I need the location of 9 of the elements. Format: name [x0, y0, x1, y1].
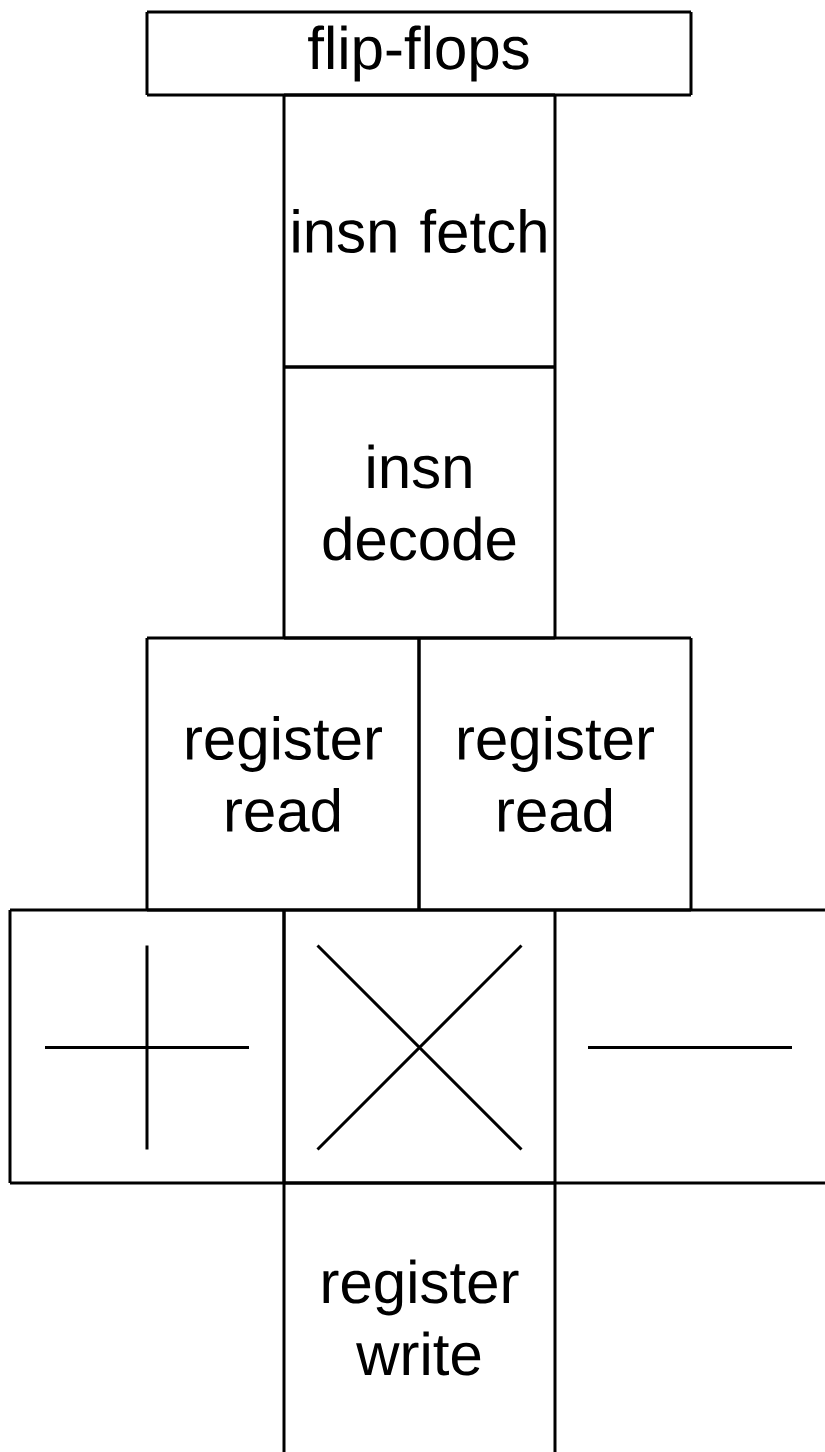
operator-box — [553, 908, 825, 1185]
operator-box — [282, 908, 557, 1185]
stage-box: register read — [417, 636, 693, 912]
stage-box: register read — [145, 636, 421, 912]
stage-box: insn decode — [282, 365, 557, 640]
stage-box: insn fetch — [282, 93, 557, 369]
stage-box: register write — [282, 1181, 557, 1452]
title-box: flip-flops — [145, 10, 693, 97]
operator-box — [8, 908, 286, 1185]
